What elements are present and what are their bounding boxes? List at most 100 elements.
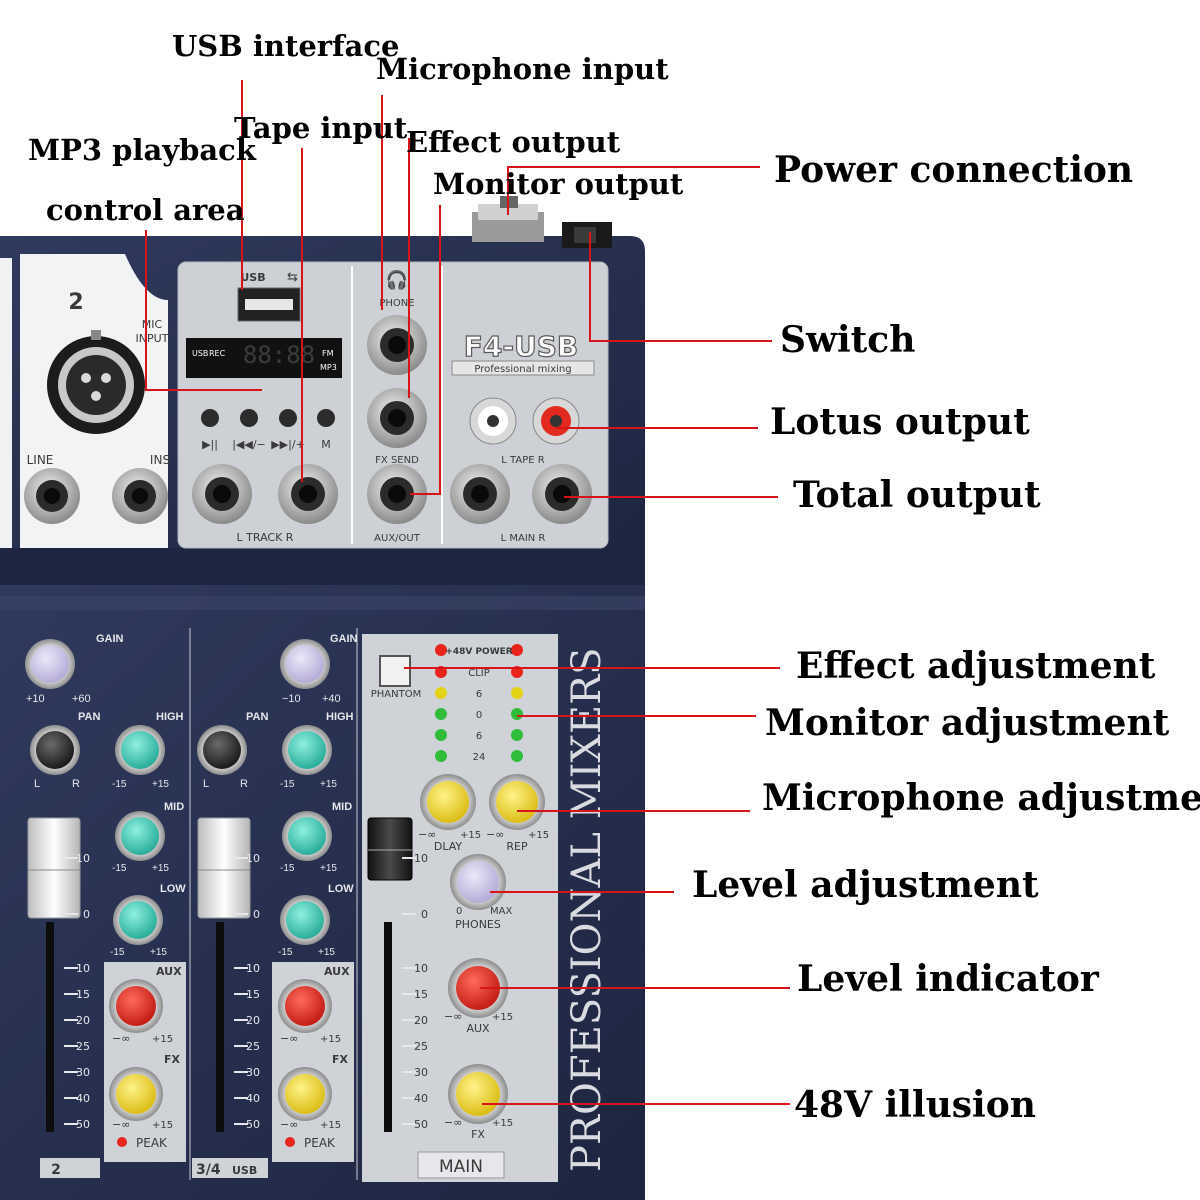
- ch2-pan-l: L: [34, 778, 40, 790]
- callout-effect-adjustment: Effect adjustment: [796, 645, 1156, 687]
- mp3-prev-button[interactable]: [240, 409, 258, 427]
- master-aux-label: AUX: [466, 1022, 490, 1035]
- ch34-pan-l: L: [203, 778, 209, 790]
- ch2-gain-knob[interactable]: [25, 639, 75, 689]
- ch2-high-min: -15: [112, 779, 127, 790]
- led-6a-l: [435, 687, 447, 699]
- ch2-aux-knob[interactable]: [109, 979, 163, 1033]
- phantom-label: PHANTOM: [371, 689, 421, 700]
- fx-send-jack[interactable]: [367, 388, 427, 448]
- main-fader[interactable]: [367, 817, 413, 881]
- btn-play-label: ▶||: [202, 438, 218, 451]
- main-out-label: L MAIN R: [501, 533, 546, 544]
- led-power-label: +48V POWER: [445, 647, 512, 657]
- callout-monitor-output: Monitor output: [433, 167, 684, 201]
- ch34-gain-knob[interactable]: [280, 639, 330, 689]
- aux-out-jack[interactable]: [367, 464, 427, 524]
- ch34-mid-label: MID: [332, 801, 352, 813]
- main-l-jack[interactable]: [450, 464, 510, 524]
- phone-jack[interactable]: [367, 315, 427, 375]
- xlr-mic-input[interactable]: [47, 330, 145, 434]
- usb-port[interactable]: [237, 287, 301, 322]
- ch2-low-knob[interactable]: [113, 895, 163, 945]
- rca-tape-l[interactable]: [469, 397, 517, 445]
- ch34-fader[interactable]: [197, 817, 251, 919]
- ch2-gain-label: GAIN: [96, 633, 124, 645]
- channel-34-strip: GAIN −10 +40 PAN L R HIGH -15 +15 MID -1…: [192, 628, 358, 1180]
- display-mp3: MP3: [320, 363, 337, 372]
- channel-2-strip: GAIN +10 +60 PAN L R HIGH -15 +15 MID -1…: [25, 628, 191, 1180]
- ch34-high-label: HIGH: [326, 711, 354, 723]
- ins-jack[interactable]: [112, 468, 168, 524]
- ch2-scale-label: 0: [83, 908, 90, 921]
- display-usb: USB: [192, 349, 208, 358]
- tape-track-r-jack[interactable]: [278, 464, 338, 524]
- mp3-next-button[interactable]: [279, 409, 297, 427]
- ch2-fx-knob[interactable]: [109, 1067, 163, 1121]
- phone-label: PHONE: [379, 298, 414, 309]
- ch34-low-knob[interactable]: [280, 895, 330, 945]
- power-switch[interactable]: [562, 222, 612, 248]
- main-scale-label: 15: [414, 988, 428, 1001]
- line-jack[interactable]: [24, 468, 80, 524]
- ch34-scale-label: 20: [246, 1014, 260, 1027]
- ch34-pan-knob[interactable]: [197, 725, 247, 775]
- tape-track-l-jack[interactable]: [192, 464, 252, 524]
- phones-knob[interactable]: [450, 854, 506, 910]
- mic-label-1: MIC: [142, 318, 163, 331]
- ch34-mid-knob[interactable]: [282, 811, 332, 861]
- usb-port-label: USB: [240, 271, 265, 284]
- phones-max: MAX: [490, 906, 512, 917]
- ch2-high-knob[interactable]: [115, 725, 165, 775]
- led-6b-l: [435, 729, 447, 741]
- ch2-fader[interactable]: [27, 817, 81, 919]
- ch34-fx-knob[interactable]: [278, 1067, 332, 1121]
- model-subtitle: Professional mixing: [474, 364, 571, 375]
- ch2-low-label: LOW: [160, 883, 186, 895]
- display-fm: FM: [322, 349, 334, 358]
- ch2-scale-label: 15: [76, 988, 90, 1001]
- ch2-pan-knob[interactable]: [30, 725, 80, 775]
- ch34-aux-knob[interactable]: [278, 979, 332, 1033]
- ch34-mid-min: -15: [280, 863, 295, 874]
- ch34-scale-label: 50: [246, 1118, 260, 1131]
- rep-max: +15: [528, 830, 549, 841]
- rca-tape-r[interactable]: [532, 397, 580, 445]
- led-6b-label: 6: [476, 731, 482, 742]
- rep-knob[interactable]: [489, 774, 545, 830]
- callout-power-connection: Power connection: [774, 149, 1134, 191]
- master-aux-knob[interactable]: [448, 958, 508, 1018]
- ch2-low-max: +15: [150, 947, 167, 958]
- ch2-mid-min: -15: [112, 863, 127, 874]
- ins-label: INS: [150, 453, 170, 467]
- aux-out-label: AUX/OUT: [374, 533, 421, 544]
- ch2-label: 2: [51, 1162, 61, 1178]
- ch2-scale-label: 25: [76, 1040, 90, 1053]
- display-rec: REC: [209, 349, 226, 358]
- ch34-fx-label: FX: [332, 1053, 349, 1066]
- tape-label: L TAPE R: [501, 455, 544, 466]
- usb-icon: ⇆: [287, 270, 298, 285]
- led-0-label: 0: [476, 710, 482, 721]
- ch2-mid-knob[interactable]: [115, 811, 165, 861]
- mp3-play-button[interactable]: [201, 409, 219, 427]
- master-aux-max: +15: [492, 1012, 513, 1023]
- phantom-switch[interactable]: [379, 655, 411, 687]
- mp3-mode-button[interactable]: [317, 409, 335, 427]
- ch34-scale-label: 10: [246, 962, 260, 975]
- led-6b-r: [511, 729, 523, 741]
- master-fx-knob[interactable]: [448, 1064, 508, 1124]
- main-r-jack[interactable]: [532, 464, 592, 524]
- ch34-scale-label: 15: [246, 988, 260, 1001]
- ch34-low-max: +15: [318, 947, 335, 958]
- ch34-high-knob[interactable]: [282, 725, 332, 775]
- ch2-fx-min: −∞: [112, 1118, 130, 1131]
- ch34-aux-max: +15: [320, 1034, 341, 1045]
- ch2-mid-label: MID: [164, 801, 184, 813]
- callout-mp3-line2: control area: [46, 193, 245, 227]
- display-digits: 88:88: [243, 341, 315, 369]
- callout-lotus-output: Lotus output: [770, 401, 1030, 443]
- dlay-knob[interactable]: [420, 774, 476, 830]
